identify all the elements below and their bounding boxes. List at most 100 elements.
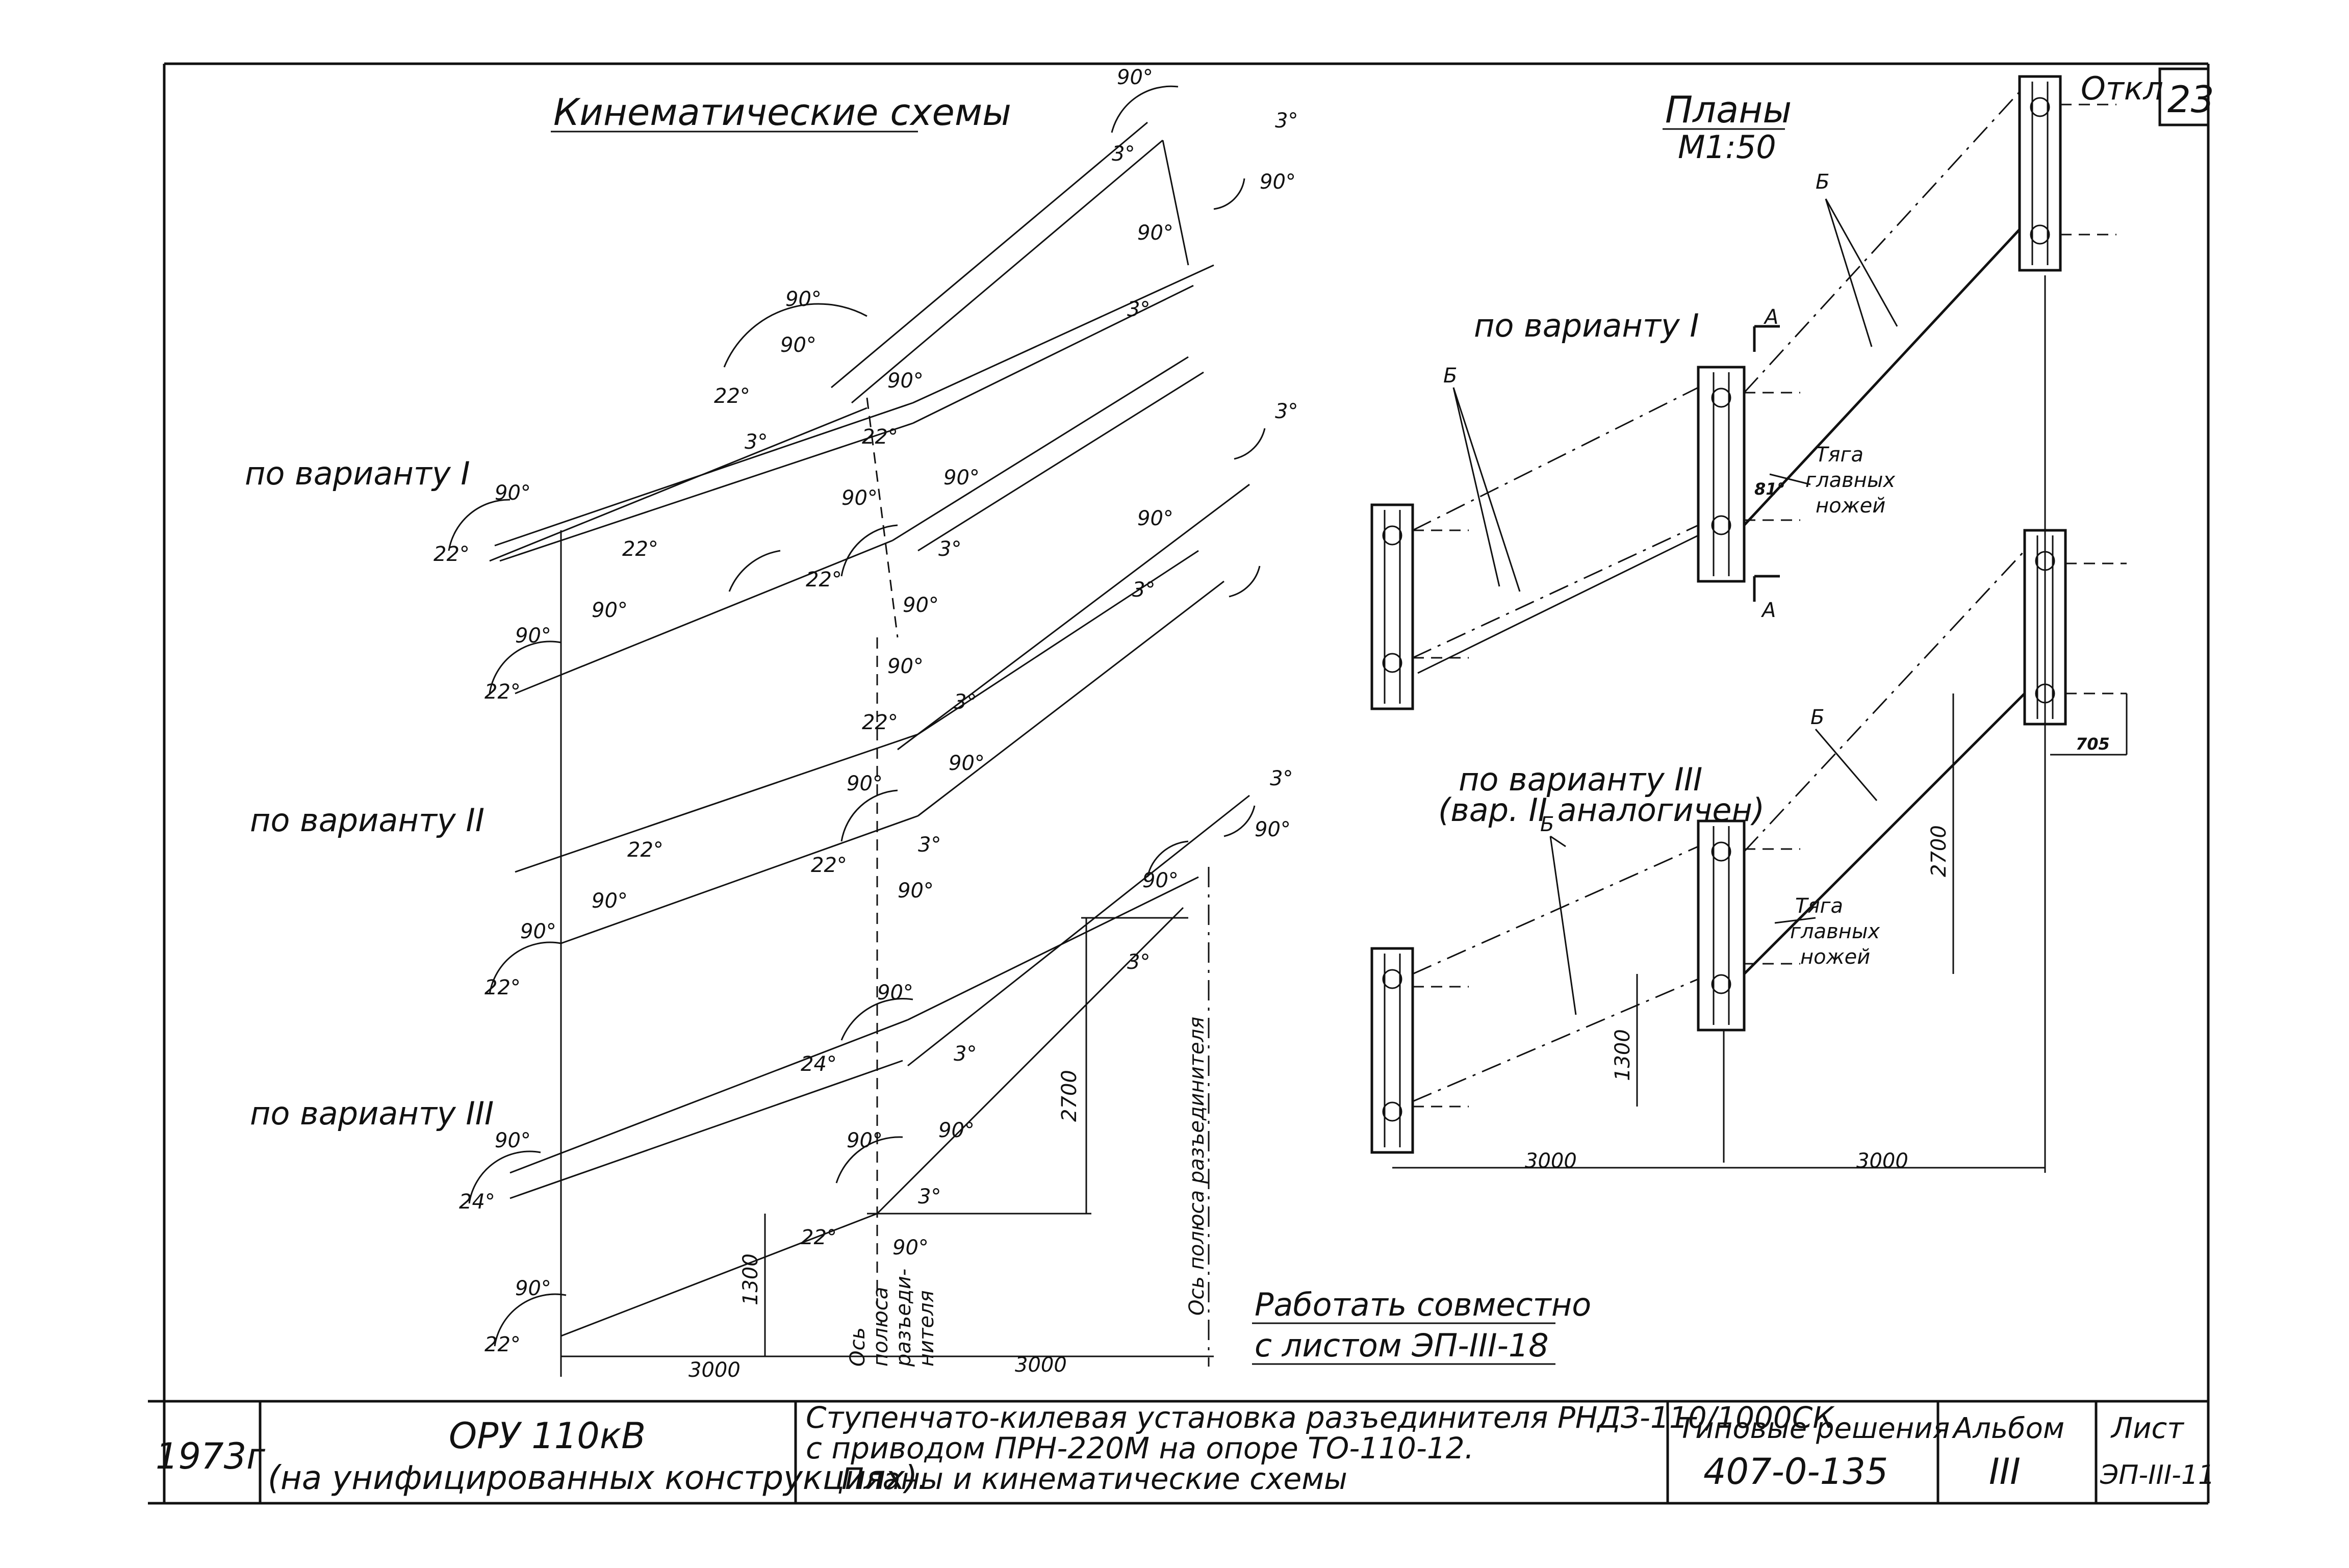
angle-90: 90° <box>515 1277 551 1300</box>
plan-b-label: Б <box>1540 813 1554 836</box>
note-line-1: Работать совместно <box>1255 1286 1591 1323</box>
angle-22: 22° <box>811 854 847 877</box>
angle-3: 3° <box>1270 767 1293 790</box>
angle-3: 3° <box>938 537 961 561</box>
plan-dim-2700: 2700 <box>1927 825 1951 877</box>
angle-90: 90° <box>592 889 628 913</box>
note-line-2: с листом ЭП-III-18 <box>1255 1327 1549 1364</box>
angle-3: 3° <box>1112 142 1135 166</box>
angle-22: 22° <box>862 425 898 449</box>
title-block <box>148 1400 2208 1503</box>
kinematic-angle-labels: 90° 90° 22° 3° 90° 22° 90° 3° 90° 3° 90°… <box>433 66 1298 1356</box>
angle-22: 22° <box>801 1226 837 1249</box>
plan-dim-1300: 1300 <box>1611 1029 1635 1081</box>
plan-variant-1-label: по варианту I <box>1474 307 1699 344</box>
plan-support <box>1370 947 1414 1154</box>
axis-pole-small-label: Ось полюса разъеди- нителя <box>846 1269 938 1367</box>
angle-90: 90° <box>515 624 551 648</box>
plan-dim-705: 705 <box>2076 734 2110 754</box>
angle-3: 3° <box>918 1185 941 1209</box>
angle-22: 22° <box>806 568 842 592</box>
title-desc-line1: Ступенчато-килевая установка разъедините… <box>806 1400 1835 1435</box>
sheet-number: 23 <box>2167 78 2214 121</box>
angle-22: 22° <box>862 711 898 734</box>
title-object-line1: ОРУ 110кВ <box>449 1415 646 1457</box>
plan-support <box>2018 75 2062 272</box>
angle-3: 3° <box>1132 578 1155 602</box>
tyaga-label-3: ножей <box>1800 945 1870 969</box>
angle-90: 90° <box>495 481 531 505</box>
angle-90: 90° <box>903 594 939 617</box>
sheet-frame <box>148 62 2210 1505</box>
angle-90: 90° <box>520 920 556 943</box>
kinematic-header: Кинематические схемы <box>553 91 1011 134</box>
album-value: III <box>1989 1451 2021 1493</box>
album-label: Альбом <box>1952 1412 2064 1445</box>
open-position-label: Откл <box>2081 70 2163 107</box>
angle-3: 3° <box>1275 109 1298 133</box>
section-a-top: А <box>1763 305 1778 329</box>
section-a-bottom: А <box>1760 599 1776 622</box>
plan-variant-3-label: по варианту III <box>1459 761 1702 798</box>
angle-90: 90° <box>1142 869 1179 892</box>
title-year: 1973г <box>156 1435 266 1477</box>
svg-text:разъеди-: разъеди- <box>892 1269 915 1367</box>
angle-90: 90° <box>847 1129 883 1152</box>
angle-90: 90° <box>892 1236 929 1259</box>
angle-22: 22° <box>484 680 521 704</box>
plan-support <box>1697 819 1746 1032</box>
angle-90: 90° <box>1137 221 1173 245</box>
angle-90: 90° <box>887 655 924 678</box>
angle-90: 90° <box>785 288 822 311</box>
angle-3: 3° <box>918 833 941 857</box>
svg-text:нителя: нителя <box>915 1290 938 1367</box>
angle-22: 22° <box>484 976 521 999</box>
angle-90: 90° <box>877 981 913 1005</box>
title-object-line2: (на унифицированных конструкциях). <box>268 1459 928 1497</box>
kinematic-variant-1-label: по варианту I <box>245 455 470 492</box>
plan-dim-3000-left: 3000 <box>1525 1149 1577 1173</box>
angle-24: 24° <box>801 1052 837 1076</box>
angle-22: 22° <box>714 384 750 408</box>
title-desc-line2: с приводом ПРН-220М на опоре ТО-110-12. <box>806 1431 1474 1466</box>
title-desc-line3: Планы и кинематические схемы <box>841 1461 1347 1496</box>
angle-90: 90° <box>495 1129 531 1152</box>
kinematic-variant-2-label: по варианту II <box>250 802 484 839</box>
plan-b-label: Б <box>1810 706 1824 729</box>
angle-3: 3° <box>954 1042 977 1066</box>
plans-header: Планы <box>1665 88 1792 131</box>
kinematic-dim-3000-left: 3000 <box>688 1358 741 1382</box>
tyaga-label-2: главных <box>1790 920 1880 943</box>
angle-81-label: 81° <box>1754 479 1785 499</box>
kinematic-linework <box>448 85 1266 1377</box>
angle-3: 3° <box>1275 400 1298 423</box>
axis-pole-full-label: Ось полюса разъединителя <box>1185 1017 1209 1316</box>
angle-90: 90° <box>1117 66 1153 89</box>
kinematic-dim-1300: 1300 <box>739 1253 762 1305</box>
angle-22: 22° <box>622 537 658 561</box>
angle-90: 90° <box>887 369 924 393</box>
svg-text:полюса: полюса <box>869 1287 892 1367</box>
plan-b-label: Б <box>1443 364 1457 388</box>
angle-90: 90° <box>949 752 985 775</box>
tyaga-label-1: Тяга <box>1816 443 1863 467</box>
plan-variant-3-note: (вар. II аналогичен) <box>1438 791 1765 829</box>
angle-90: 90° <box>780 333 816 357</box>
angle-90: 90° <box>1255 818 1291 841</box>
angle-90: 90° <box>1260 170 1296 194</box>
plan-support <box>1370 503 1414 710</box>
tyaga-label-2: главных <box>1805 469 1895 492</box>
tyaga-label-1: Тяга <box>1795 894 1843 918</box>
angle-3: 3° <box>745 430 768 454</box>
typical-solutions-value: 407-0-135 <box>1703 1451 1888 1493</box>
angle-3: 3° <box>1127 298 1150 321</box>
typical-solutions-label: Типовые решения <box>1678 1412 1950 1445</box>
angle-24: 24° <box>459 1190 495 1214</box>
tyaga-label-3: ножей <box>1816 494 1885 518</box>
plan-dim-3000-right: 3000 <box>1856 1149 1908 1173</box>
angle-22: 22° <box>627 838 663 862</box>
angle-90: 90° <box>847 772 883 795</box>
plan-b-label: Б <box>1816 170 1829 194</box>
